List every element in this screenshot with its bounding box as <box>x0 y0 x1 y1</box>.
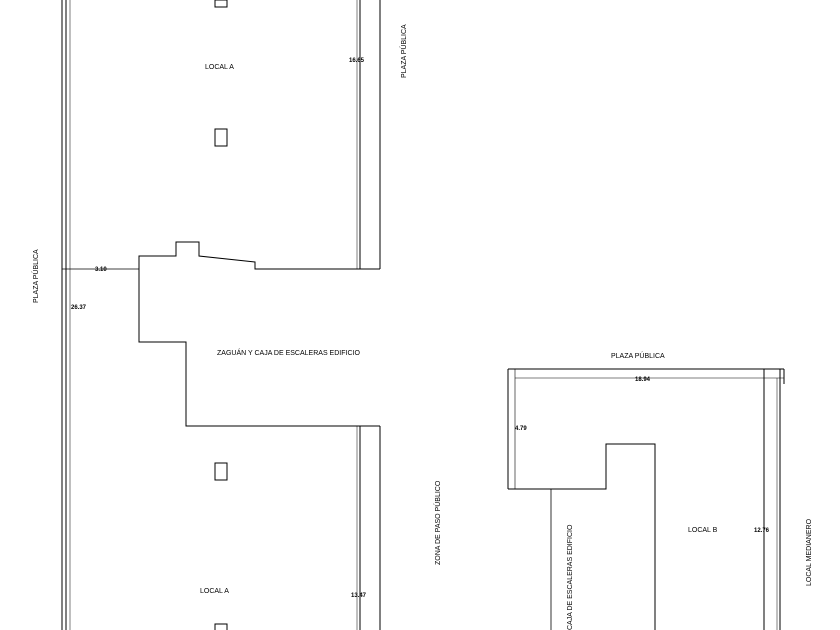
label-plaza-publica-right-block: PLAZA PÚBLICA <box>611 351 665 360</box>
dim-16-65: 16.65 <box>349 58 365 64</box>
dim-13-47: 13.47 <box>351 593 367 599</box>
label-local-medianero: LOCAL MEDIANERO <box>806 518 813 586</box>
dim-26-37: 26.37 <box>71 305 87 311</box>
pillar <box>214 623 228 630</box>
pillar <box>214 128 228 147</box>
dim-12-76: 12.76 <box>754 528 770 534</box>
label-local-b: LOCAL B <box>688 527 718 534</box>
label-zaguan: ZAGUÁN Y CAJA DE ESCALERAS EDIFICIO <box>217 348 360 357</box>
pillar <box>214 0 228 8</box>
label-zona-paso: ZONA DE PASO PÚBLICO <box>433 480 442 565</box>
local-b-stair-outline <box>508 443 656 630</box>
dim-3-10: 3.10 <box>95 267 107 273</box>
pillar <box>214 462 228 481</box>
label-local-a-top: LOCAL A <box>205 64 234 71</box>
label-local-a-bottom: LOCAL A <box>200 588 229 595</box>
zaguan-outline <box>138 241 380 427</box>
dim-18-94: 18.94 <box>635 377 651 383</box>
label-caja-escaleras-b: CAJA DE ESCALERAS EDIFICIO <box>567 524 574 630</box>
dim-4-79: 4.79 <box>515 426 527 432</box>
label-plaza-publica-top-right: PLAZA PÚBLICA <box>399 24 408 78</box>
label-plaza-publica-left: PLAZA PÚBLICA <box>31 249 40 303</box>
